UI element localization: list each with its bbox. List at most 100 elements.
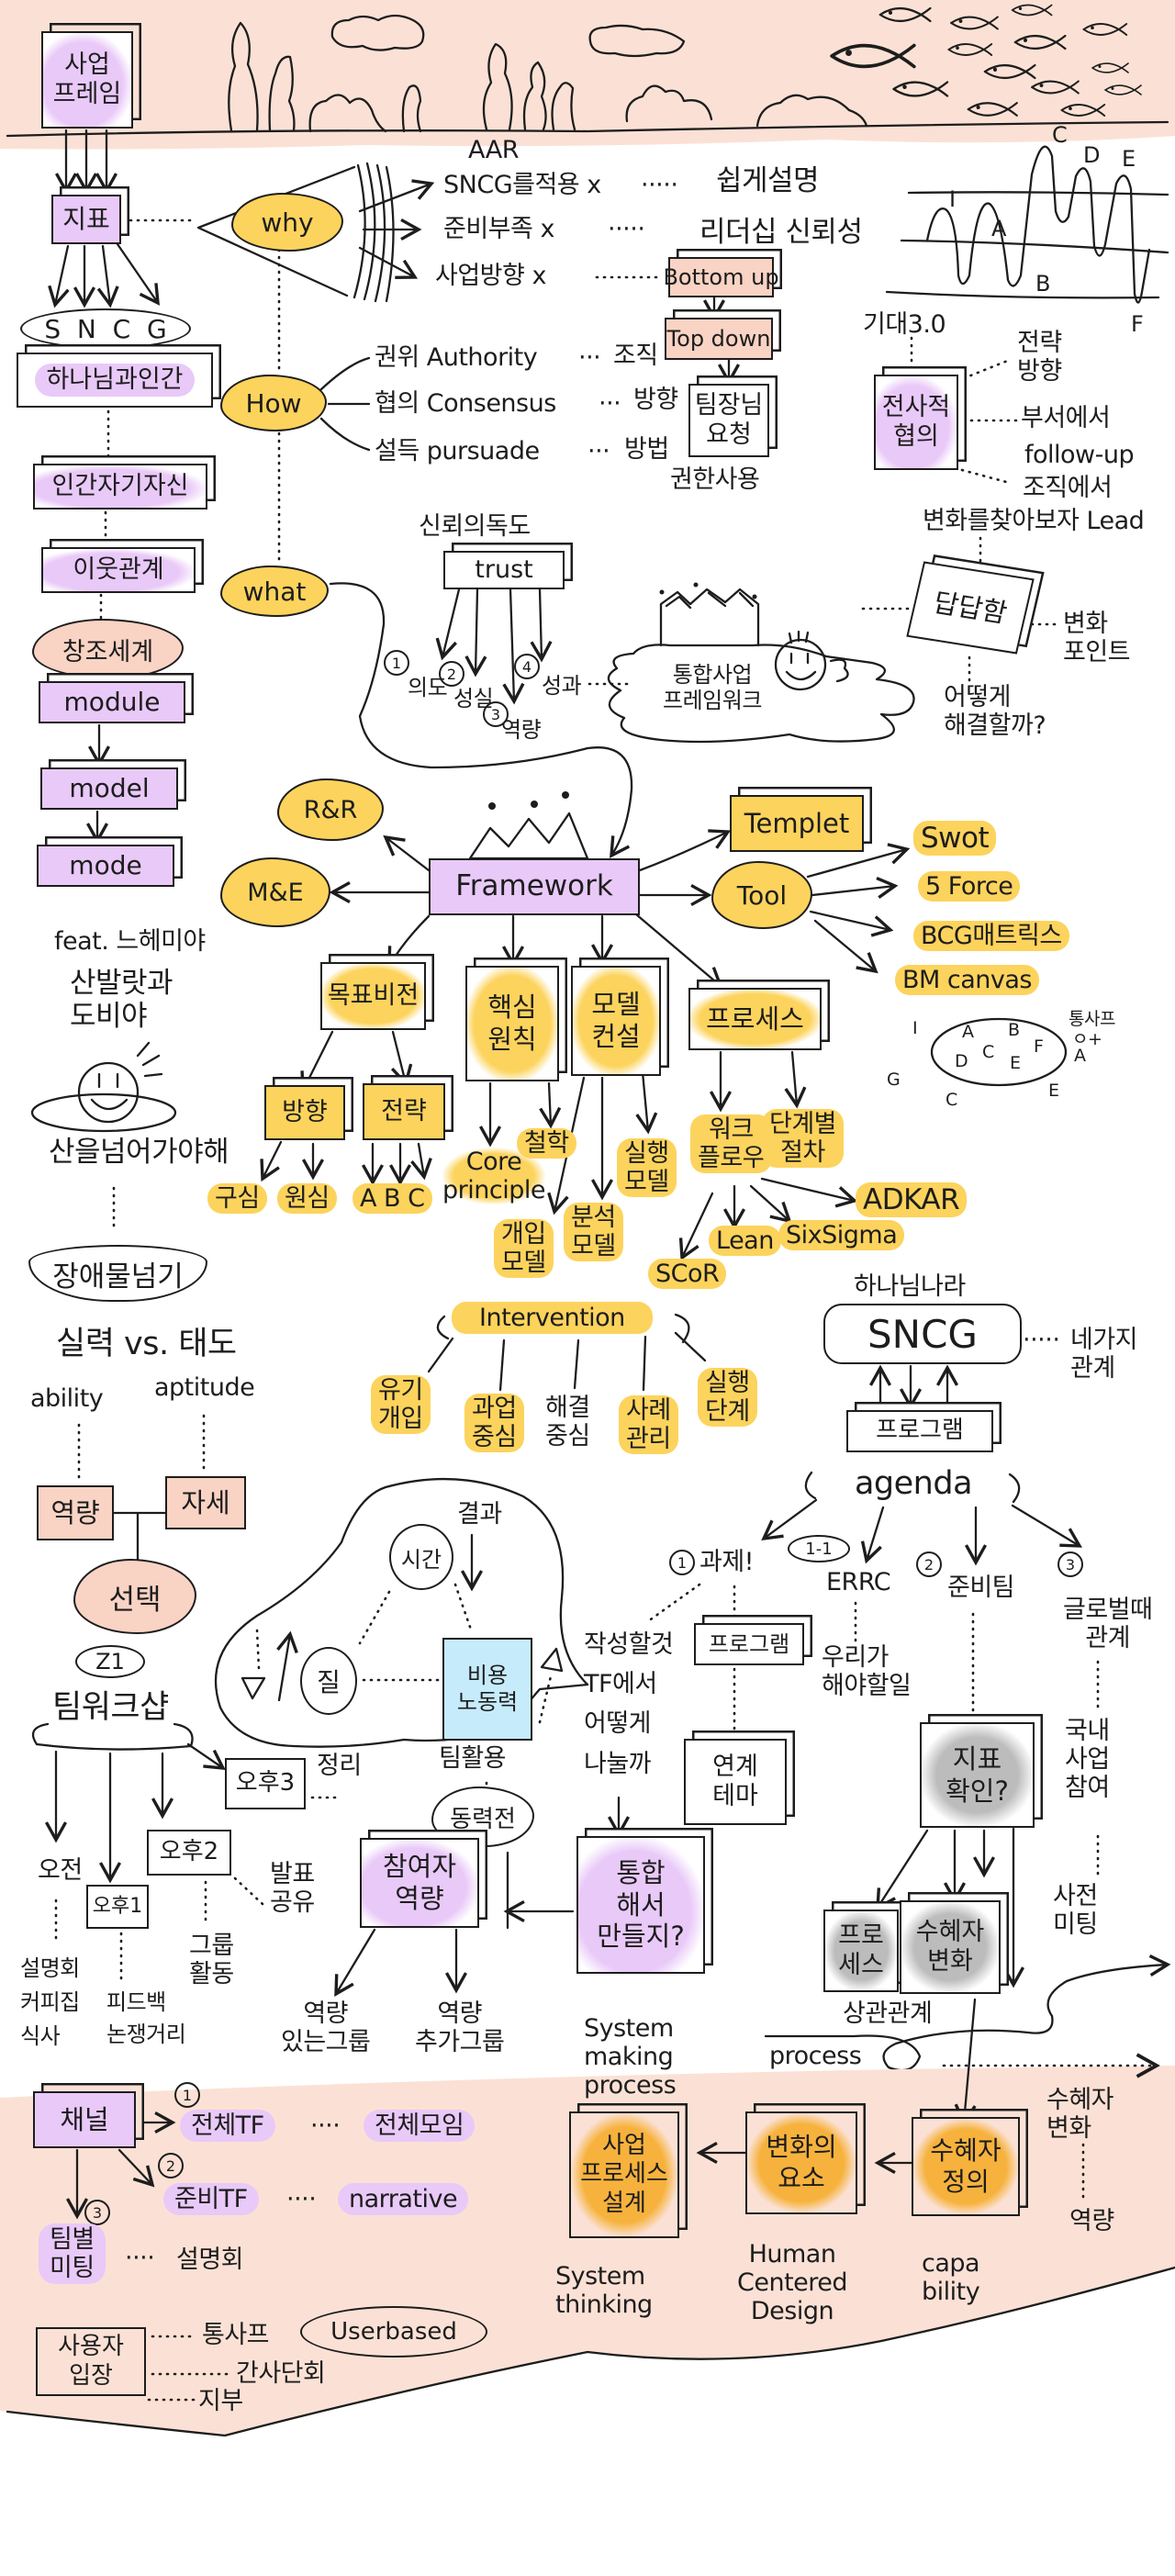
leaf-text: A B C [352, 1183, 432, 1214]
wave-chart-line [900, 239, 1169, 254]
org-label: 조직에서 [1023, 474, 1113, 502]
method-label: Lean [709, 1226, 781, 1256]
rr-cloud: R&R [277, 778, 384, 841]
obstacle-cloud: 장애물넘기 [28, 1245, 207, 1302]
agenda-item: 준비팀 [947, 1574, 1015, 1602]
dotted-line [453, 1583, 474, 1634]
channel-row-text: 준비TF [163, 2183, 259, 2215]
morning-label: 오전 [38, 1856, 83, 1885]
channel-row: 전체모임 [364, 2110, 476, 2142]
tool-item: Swot [913, 821, 997, 856]
method-text: Lean [709, 1226, 781, 1256]
how-row-note: 방향 [633, 386, 678, 414]
program-box: 프로그램 [846, 1410, 993, 1452]
diagram-title: 통사프 [1069, 1009, 1115, 1029]
self-box: 인간자기자신 [33, 464, 207, 510]
sncg-cloud: SNCG [823, 1304, 1022, 1364]
core-principle-box: 핵심 원칙 [465, 966, 559, 1081]
four-relations-label: 네가지 관계 [1070, 1326, 1138, 1383]
participants-box: 참여자 역량 [360, 1838, 479, 1928]
seaweed-icon [228, 21, 259, 132]
model-consult-box: 모델 컨설 [571, 966, 661, 1076]
seaweed-icon [482, 42, 513, 131]
connector-arrow [634, 913, 723, 989]
intervention-child: 과업 중심 [464, 1394, 524, 1453]
diagram-letter: G [887, 1070, 901, 1090]
cost-labor-box: 비용 노동력 [442, 1638, 532, 1741]
seabed-line [6, 120, 1169, 138]
how-row-text: 협의 Consensus [375, 389, 556, 418]
god-and-human-label: 하나님과인간 [35, 363, 195, 398]
hatched-cloud-icon [330, 14, 425, 51]
number-badge: 3 [84, 2200, 110, 2225]
number-badge: 1-1 [788, 1535, 850, 1562]
diagram-sub: ㅇ+ [1072, 1029, 1102, 1049]
connector-arrow [464, 588, 487, 678]
diagram-letter: C [946, 1090, 957, 1110]
steps-label: 단계별 절차 [762, 1109, 845, 1169]
connector-arrow [530, 588, 553, 663]
why-row-note: 리더십 신뢰성 [699, 216, 863, 249]
dotted-line [358, 1590, 391, 1645]
hat-brim-icon [30, 1092, 177, 1133]
number-badge: 2 [158, 2153, 184, 2178]
process-sub-box: 프로 세스 [823, 1910, 899, 1992]
strategy-direction-label: 전략 방향 [1017, 329, 1062, 386]
process-label: process [769, 2042, 862, 2070]
connector-arrow [383, 834, 431, 872]
intervention-child: 실행 단계 [698, 1368, 757, 1428]
expectation-title: 기대3.0 [863, 310, 946, 339]
wave-chart-curve [925, 145, 1151, 304]
tool-item: 5 Force [918, 871, 1021, 902]
method-text: SixSigma [778, 1220, 905, 1250]
framework-box: Framework [429, 858, 640, 915]
seaweed-icon [401, 84, 422, 133]
connector-arrow [749, 1184, 792, 1224]
bottom-up-box: Bottom up [663, 257, 779, 297]
user-note: 통사프 [202, 2321, 270, 2349]
connector-arrow [784, 1050, 807, 1109]
channel-row: 전체TF [180, 2110, 275, 2142]
dot-icon [562, 791, 569, 799]
presentation-label: 발표 공유 [270, 1860, 315, 1918]
connector-arrow [954, 1998, 977, 2126]
number-badge: 1 [384, 650, 409, 676]
method-text: ADKAR [856, 1182, 968, 1217]
connector-arrow [334, 1928, 376, 1997]
diagram-letter: D [955, 1051, 968, 1071]
shine-icon [136, 1041, 163, 1078]
beneficiary-change-label: 수혜자 변화 [1046, 2086, 1114, 2144]
how-row-text: 권위 Authority [375, 343, 538, 372]
connector-curve [329, 582, 633, 858]
dotted-leader: ···· [125, 2244, 155, 2272]
island-shape [607, 644, 915, 744]
god-and-human-box: 하나님과인간 [17, 353, 213, 408]
channel-row-note: narrative [338, 2183, 469, 2215]
top-pink-band [0, 0, 1175, 150]
wave-label: F [1131, 311, 1144, 337]
channel-row: narrative [338, 2183, 469, 2215]
competence-box: 역량 [37, 1485, 114, 1540]
smiley-face-icon [785, 630, 817, 681]
dotted-leader: ··· [578, 343, 601, 372]
feedback-label: 피드백 논쟁거리 [106, 1989, 186, 2047]
wave-chart-line [907, 191, 1169, 196]
process-box: 프로세스 [688, 988, 822, 1050]
why-row-text: 사업방향 x [435, 262, 546, 290]
connector-arrow [96, 244, 119, 308]
linked-theme-box: 연계 테마 [684, 1739, 787, 1825]
connector-arrow [539, 1081, 562, 1129]
model-box: model [40, 767, 178, 810]
wave-label: C [1052, 122, 1068, 148]
dotted-line [646, 1583, 701, 1623]
dotted-line [538, 1674, 553, 1724]
business-process-design-box: 사업 프로세스 설계 [569, 2111, 679, 2238]
briefing-label: 설명회 커피집 식사 [20, 1955, 80, 2050]
connector-arrow [260, 1140, 283, 1182]
triangle-icon [540, 1647, 564, 1673]
how-row-note: 방법 [624, 435, 669, 464]
direction-box: 방향 [264, 1085, 345, 1140]
ability-title: 실력 vs. 태도 [56, 1326, 237, 1362]
dotted-line [960, 468, 1012, 485]
userbased-bubble: Userbased [300, 2306, 487, 2358]
